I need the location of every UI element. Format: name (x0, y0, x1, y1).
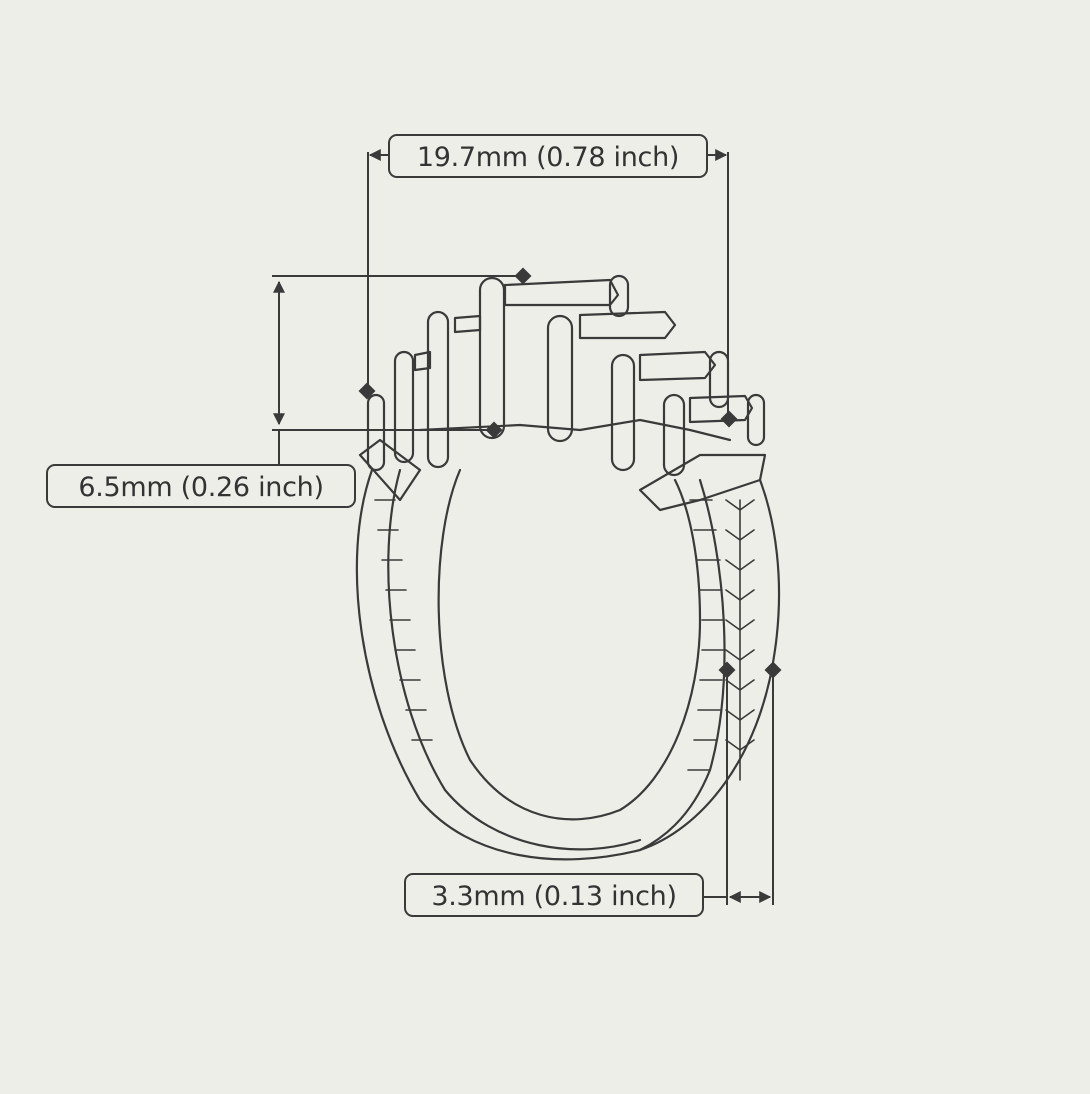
marker-band-right (764, 661, 782, 679)
left-shoulder (358, 438, 422, 502)
marker-height-top (514, 267, 532, 285)
left-shank-engraving (374, 499, 433, 741)
right-shoulder (638, 453, 767, 512)
prongs (366, 274, 766, 477)
band-outer (355, 468, 781, 861)
marker-width-left (358, 382, 376, 400)
marker-width-right (720, 410, 738, 428)
band-mid (387, 468, 642, 851)
right-shank-engraving (687, 499, 755, 781)
gallery (418, 418, 732, 442)
band-width-dimension-label: 3.3mm (0.13 inch) (404, 873, 704, 917)
marker-band-left (718, 661, 736, 679)
gemstones (413, 278, 754, 424)
marker-height-bottom (485, 421, 503, 439)
band-inner (437, 468, 702, 821)
width-dimension-label: 19.7mm (0.78 inch) (388, 134, 708, 178)
height-dimension-label: 6.5mm (0.26 inch) (46, 464, 356, 508)
band-side (638, 478, 726, 852)
